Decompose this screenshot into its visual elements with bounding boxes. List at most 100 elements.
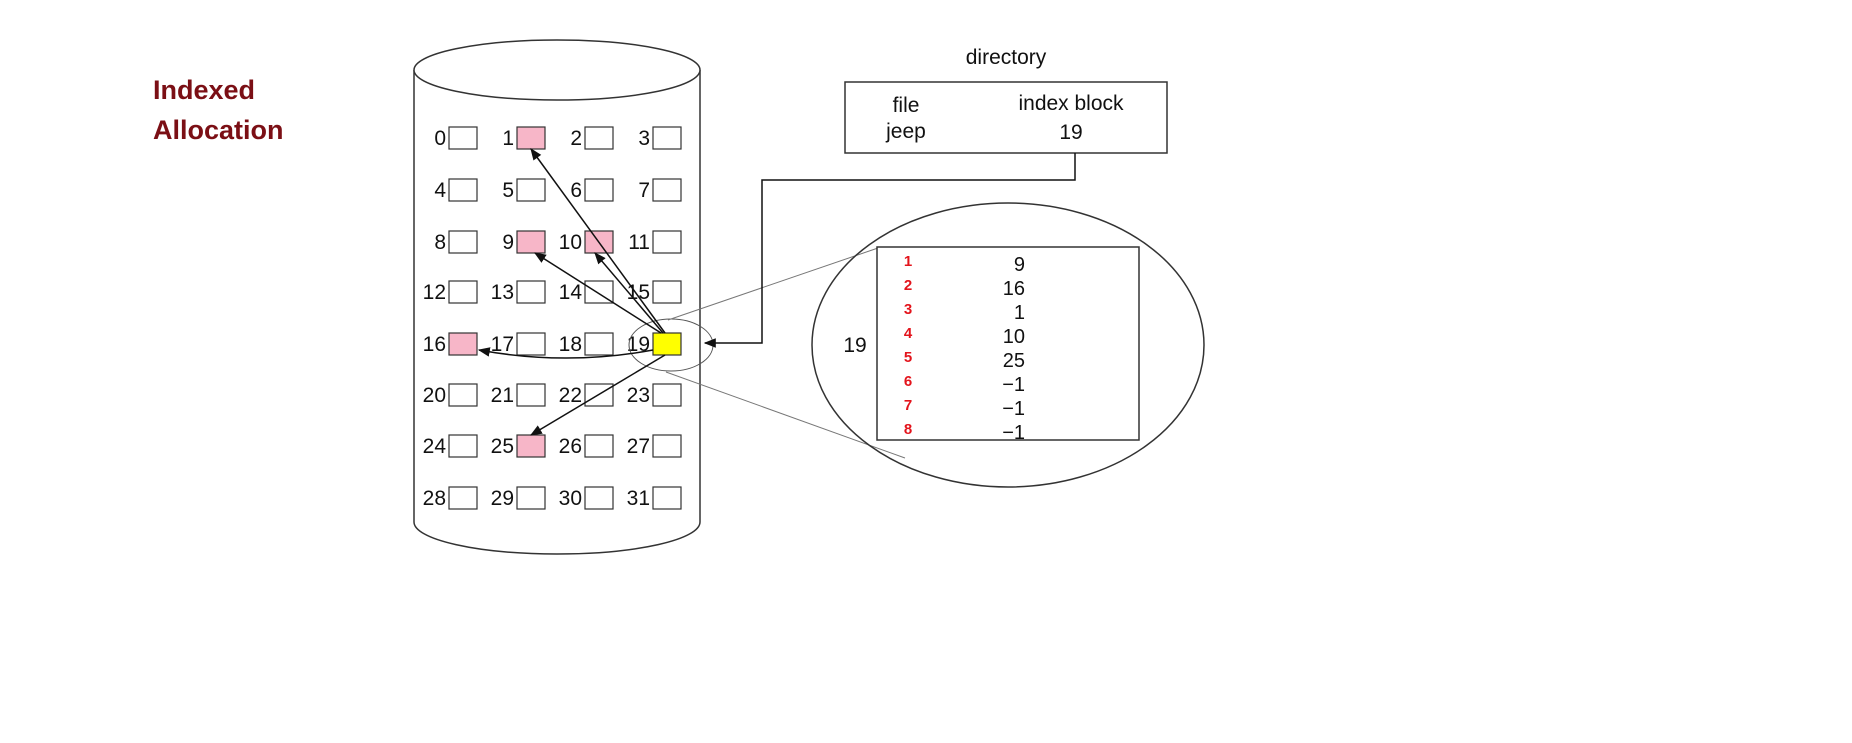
- disk-block-number-4: 4: [434, 179, 446, 202]
- disk-block-number-6: 6: [570, 179, 582, 202]
- disk-block-12: [448, 280, 478, 304]
- directory-header-index-block: index block: [1018, 92, 1124, 115]
- disk-block-number-0: 0: [434, 127, 446, 150]
- disk-block-24: [448, 434, 478, 458]
- index-entry-value-1: 9: [1014, 254, 1025, 276]
- disk-block-number-26: 26: [559, 435, 582, 458]
- disk-block-number-21: 21: [491, 384, 514, 407]
- disk-block-number-13: 13: [491, 281, 514, 304]
- title-line-2: Allocation: [153, 115, 284, 145]
- disk-block-number-30: 30: [559, 487, 582, 510]
- index-entry-number-2: 2: [904, 277, 912, 294]
- disk-block-9: [516, 230, 546, 254]
- index-entry-number-4: 4: [904, 325, 913, 342]
- disk-block-30: [584, 486, 614, 510]
- disk-block-number-29: 29: [491, 487, 514, 510]
- disk-cylinder: [413, 39, 701, 555]
- zoom-line-top: [667, 247, 879, 321]
- disk-block-number-3: 3: [638, 127, 650, 150]
- disk-block-number-2: 2: [570, 127, 582, 150]
- index-block-label: 19: [843, 334, 866, 357]
- disk-block-31: [652, 486, 682, 510]
- disk-block-number-18: 18: [559, 333, 582, 356]
- index-block-magnifier: [811, 202, 1205, 488]
- pointer-arrow-to-block-25: [529, 354, 666, 436]
- disk-block-23: [652, 383, 682, 407]
- disk-block-number-8: 8: [434, 231, 446, 254]
- index-entry-number-7: 7: [904, 397, 912, 414]
- disk-block-5: [516, 178, 546, 202]
- zoom-line-bottom: [665, 371, 906, 459]
- index-entry-value-3: 1: [1014, 302, 1025, 324]
- disk-block-6: [584, 178, 614, 202]
- disk-block-number-9: 9: [502, 231, 514, 254]
- disk-block-15: [652, 280, 682, 304]
- disk-block-number-31: 31: [627, 487, 650, 510]
- directory-header-file: file: [893, 94, 920, 117]
- disk-block-number-12: 12: [423, 281, 446, 304]
- disk-block-number-17: 17: [491, 333, 514, 356]
- disk-block-number-14: 14: [559, 281, 583, 304]
- directory-table: [844, 81, 1168, 154]
- pointer-arrow-to-block-16: [477, 347, 654, 359]
- disk-block-number-24: 24: [423, 435, 447, 458]
- disk-block-number-16: 16: [423, 333, 446, 356]
- disk-block-26: [584, 434, 614, 458]
- disk-block-7: [652, 178, 682, 202]
- disk-block-4: [448, 178, 478, 202]
- index-entry-number-6: 6: [904, 373, 912, 390]
- disk-block-1: [516, 126, 546, 150]
- directory-file-name: jeep: [885, 120, 926, 143]
- disk-block-number-22: 22: [559, 384, 582, 407]
- index-entry-value-2: 16: [1003, 278, 1025, 300]
- pointer-arrow-to-block-10: [594, 252, 664, 334]
- disk-block-25: [516, 434, 546, 458]
- index-entry-number-3: 3: [904, 301, 912, 318]
- pointer-arrow-to-block-1: [530, 148, 666, 334]
- directory-pointer-arrow: [703, 153, 1076, 348]
- index-entry-number-5: 5: [904, 349, 912, 366]
- disk-block-27: [652, 434, 682, 458]
- disk-block-3: [652, 126, 682, 150]
- disk-block-number-20: 20: [423, 384, 446, 407]
- index-entry-value-7: −1: [1002, 398, 1025, 420]
- index-entry-value-4: 10: [1003, 326, 1025, 348]
- index-entry-number-1: 1: [904, 253, 912, 270]
- disk-block-11: [652, 230, 682, 254]
- disk-block-number-1: 1: [502, 127, 514, 150]
- index-entry-value-5: 25: [1003, 350, 1025, 372]
- index-entry-value-8: −1: [1002, 422, 1025, 444]
- title-line-1: Indexed: [153, 75, 256, 105]
- disk-block-number-28: 28: [423, 487, 446, 510]
- disk-block-number-11: 11: [628, 231, 650, 254]
- disk-block-number-10: 10: [559, 231, 582, 254]
- disk-block-20: [448, 383, 478, 407]
- disk-block-number-7: 7: [638, 179, 650, 202]
- disk-block-number-25: 25: [491, 435, 514, 458]
- disk-block-number-27: 27: [627, 435, 650, 458]
- disk-block-28: [448, 486, 478, 510]
- disk-block-2: [584, 126, 614, 150]
- page-title: Indexed Allocation: [153, 70, 284, 150]
- disk-block-19: [652, 332, 682, 356]
- directory-label: directory: [966, 46, 1047, 69]
- disk-block-16: [448, 332, 478, 356]
- disk-block-21: [516, 383, 546, 407]
- disk-block-18: [584, 332, 614, 356]
- index-entry-number-8: 8: [904, 421, 912, 438]
- disk-block-number-19: 19: [627, 333, 650, 356]
- index-entry-value-6: −1: [1002, 374, 1025, 396]
- disk-block-13: [516, 280, 546, 304]
- disk-block-0: [448, 126, 478, 150]
- index-block-table: [876, 246, 1140, 441]
- index-block-entries: 1 9 2 16 3 1 4 10 5 25 6 −1 7 −1 8 −1: [904, 253, 1025, 444]
- disk-block-number-23: 23: [627, 384, 650, 407]
- directory-index-value: 19: [1059, 121, 1082, 144]
- disk-block-8: [448, 230, 478, 254]
- block-pointer-arrows: [477, 148, 666, 436]
- disk-block-17: [516, 332, 546, 356]
- disk-block-29: [516, 486, 546, 510]
- pointer-arrow-to-block-9: [533, 252, 662, 334]
- disk-block-number-5: 5: [502, 179, 514, 202]
